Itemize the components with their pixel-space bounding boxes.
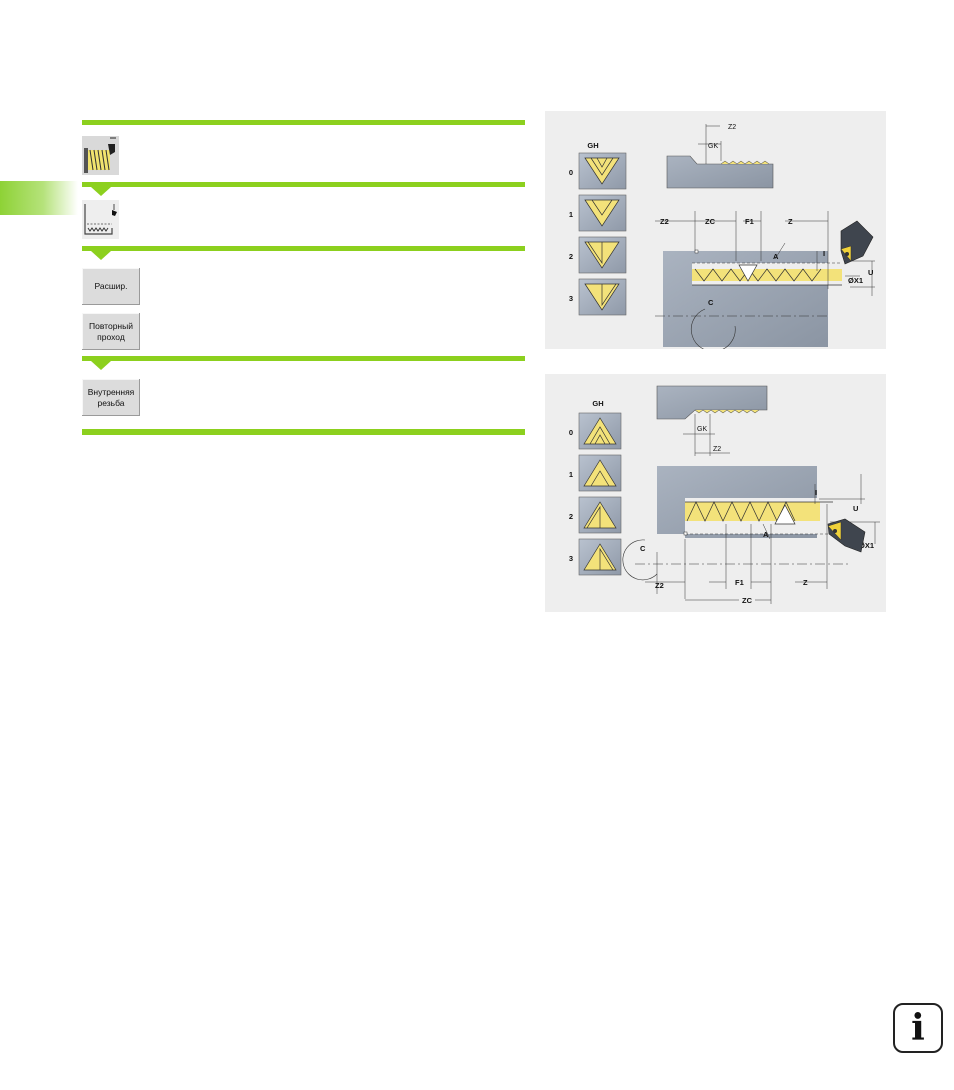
gh-variant-2 [578,236,627,274]
dim-gk-internal: GK [697,426,707,433]
gh-internal-variant-1 [578,454,622,492]
thread-single-cut-icon[interactable] [82,200,119,239]
gh-internal-variant-2 [578,496,622,534]
section-divider-3 [82,246,525,251]
gh-internal-value-0: 0 [569,428,573,437]
gh-variant-1 [578,194,627,232]
dim-f1-internal: F1 [735,578,744,587]
divider-arrow-3 [91,361,111,370]
dim-i-internal: I [815,488,817,497]
divider-arrow-2 [91,251,111,260]
repeat-pass-softkey[interactable]: Повторный проход [82,313,140,350]
gh-internal-variant-0 [578,412,622,450]
dim-z2-internal: Z2 [655,581,664,590]
dim-f1: F1 [745,217,754,226]
gh-value-2: 2 [569,252,573,261]
dim-i: I [823,249,825,258]
gh-internal-value-3: 3 [569,554,573,563]
gh-value-3: 3 [569,294,573,303]
extended-softkey[interactable]: Расшир. [82,268,140,305]
divider-arrow-1 [91,187,111,196]
chapter-side-tab [0,181,78,215]
section-divider-1 [82,120,525,125]
workpiece-main-view [655,249,842,349]
gh-internal-value-2: 2 [569,512,573,521]
dim-z2-top-internal: Z2 [713,446,721,453]
gh-internal-value-1: 1 [569,470,573,479]
dim-z-internal: Z [803,578,808,587]
internal-workpiece-top-view [656,385,768,456]
workpiece-top-view [666,124,774,189]
dim-a-internal: A [763,530,769,539]
internal-workpiece-main-view [622,466,850,581]
gh-value-1: 1 [569,210,573,219]
gh-value-0: 0 [569,168,573,177]
dim-u-internal: U [853,504,858,513]
section-divider-4 [82,356,525,361]
internal-thread-softkey[interactable]: Внутренняя резьба [82,379,140,416]
gh-header: GH [587,141,598,150]
dim-zc-internal: ZC [742,596,753,605]
dim-z2-top: Z2 [728,124,736,131]
dim-x1: ØX1 [848,276,863,285]
dimension-lines-1 [655,211,875,296]
dimension-lines-2 [645,474,880,604]
dim-gk: GK [708,143,718,150]
info-icon: i [893,1003,943,1053]
dim-z: Z [788,217,793,226]
thread-cycle-icon[interactable] [82,136,119,175]
internal-threading-tool-icon [827,518,866,553]
gh-variant-3 [578,278,627,316]
internal-thread-diagram: GH 0 1 2 3 [545,374,886,612]
threading-tool-icon [840,220,874,265]
section-divider-2 [82,182,525,187]
gh-header-internal: GH [592,399,603,408]
dim-u: U [868,268,873,277]
section-divider-5 [82,429,525,435]
dim-c-internal: C [640,544,646,553]
gh-internal-variant-3 [578,538,622,576]
external-thread-diagram: GH 0 1 2 3 [545,111,886,349]
dim-zc: ZC [705,217,716,226]
dim-a: A [773,252,779,261]
dim-x1-internal: ØX1 [859,541,874,550]
gh-variant-0 [578,152,627,190]
dim-z2: Z2 [660,217,669,226]
dim-c: C [708,298,714,307]
